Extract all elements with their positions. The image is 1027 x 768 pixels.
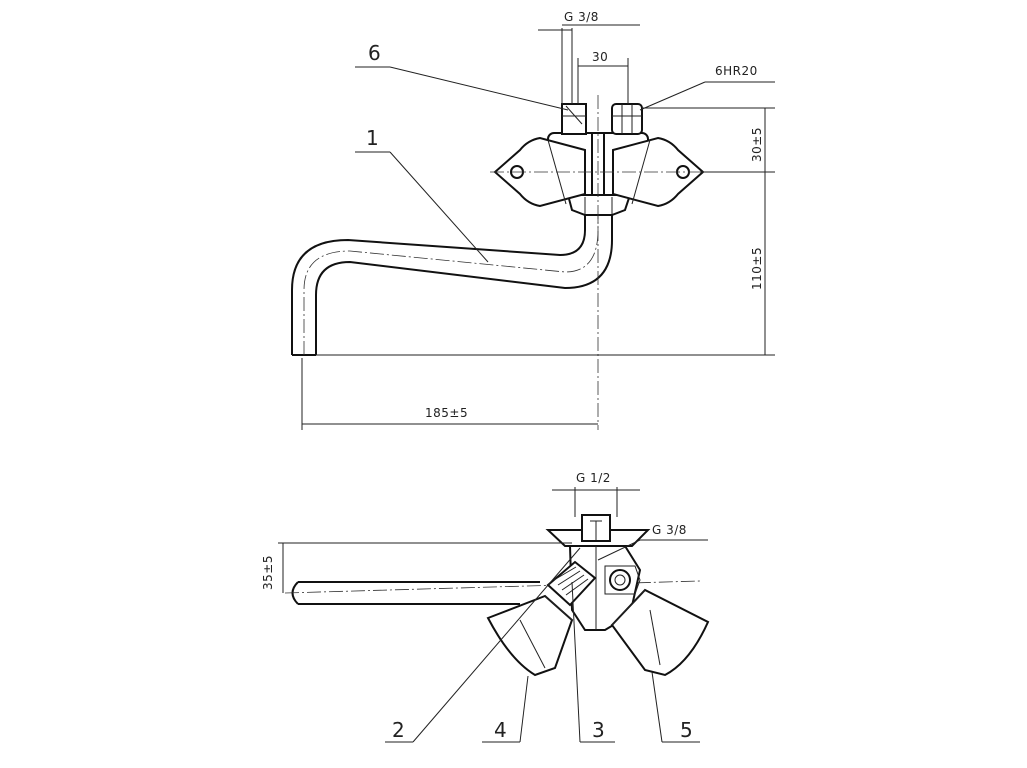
side-body xyxy=(568,545,642,631)
dim-label-185pm5: 185±5 xyxy=(425,406,468,420)
dim-label-g38-side: G 3/8 xyxy=(652,523,687,537)
dim-g38-top xyxy=(538,24,640,104)
dim-35 xyxy=(278,542,572,593)
callout-4-leader xyxy=(482,675,529,743)
callout-3: 3 xyxy=(592,718,605,742)
callout-6-leader xyxy=(355,66,569,111)
callout-5: 5 xyxy=(680,718,693,742)
dim-label-6hr20: 6HR20 xyxy=(715,64,758,78)
callout-5-leader xyxy=(651,671,700,743)
dim-label-30pm5: 30±5 xyxy=(750,127,764,162)
callout-1: 1 xyxy=(366,126,379,150)
leader-6hr20 xyxy=(639,81,775,111)
side-spout xyxy=(284,580,701,605)
dim-label-110pm5: 110±5 xyxy=(750,247,764,290)
mount-plate xyxy=(545,514,651,547)
side-view: G 1/2 G 3/8 35±5 2 4 3 xyxy=(261,471,710,743)
dim-30 xyxy=(577,58,629,104)
spout-pipe xyxy=(291,205,613,356)
callout-4: 4 xyxy=(494,718,507,742)
callout-6: 6 xyxy=(368,41,381,65)
callout-3-leader xyxy=(571,581,615,743)
inlet-nut-left xyxy=(561,103,587,135)
side-right-handle xyxy=(610,588,710,677)
side-left-handle xyxy=(486,594,574,677)
leader-g38-side xyxy=(597,539,708,561)
callout-2-leader xyxy=(385,547,581,743)
callout-2: 2 xyxy=(392,718,405,742)
callout-1-leader xyxy=(355,151,489,263)
dim-length xyxy=(301,358,598,430)
dim-g12 xyxy=(552,487,640,517)
dim-vertical-right xyxy=(316,107,775,356)
dim-label-35pm5: 35±5 xyxy=(261,555,275,590)
dim-label-30: 30 xyxy=(592,50,608,64)
side-cartridge xyxy=(546,560,597,607)
dim-label-g12: G 1/2 xyxy=(576,471,611,485)
inlet-nut-right xyxy=(611,103,643,135)
dim-label-g38-top: G 3/8 xyxy=(564,10,599,24)
top-view: G 3/8 30 6HR20 30±5 110±5 185±5 xyxy=(291,10,775,430)
